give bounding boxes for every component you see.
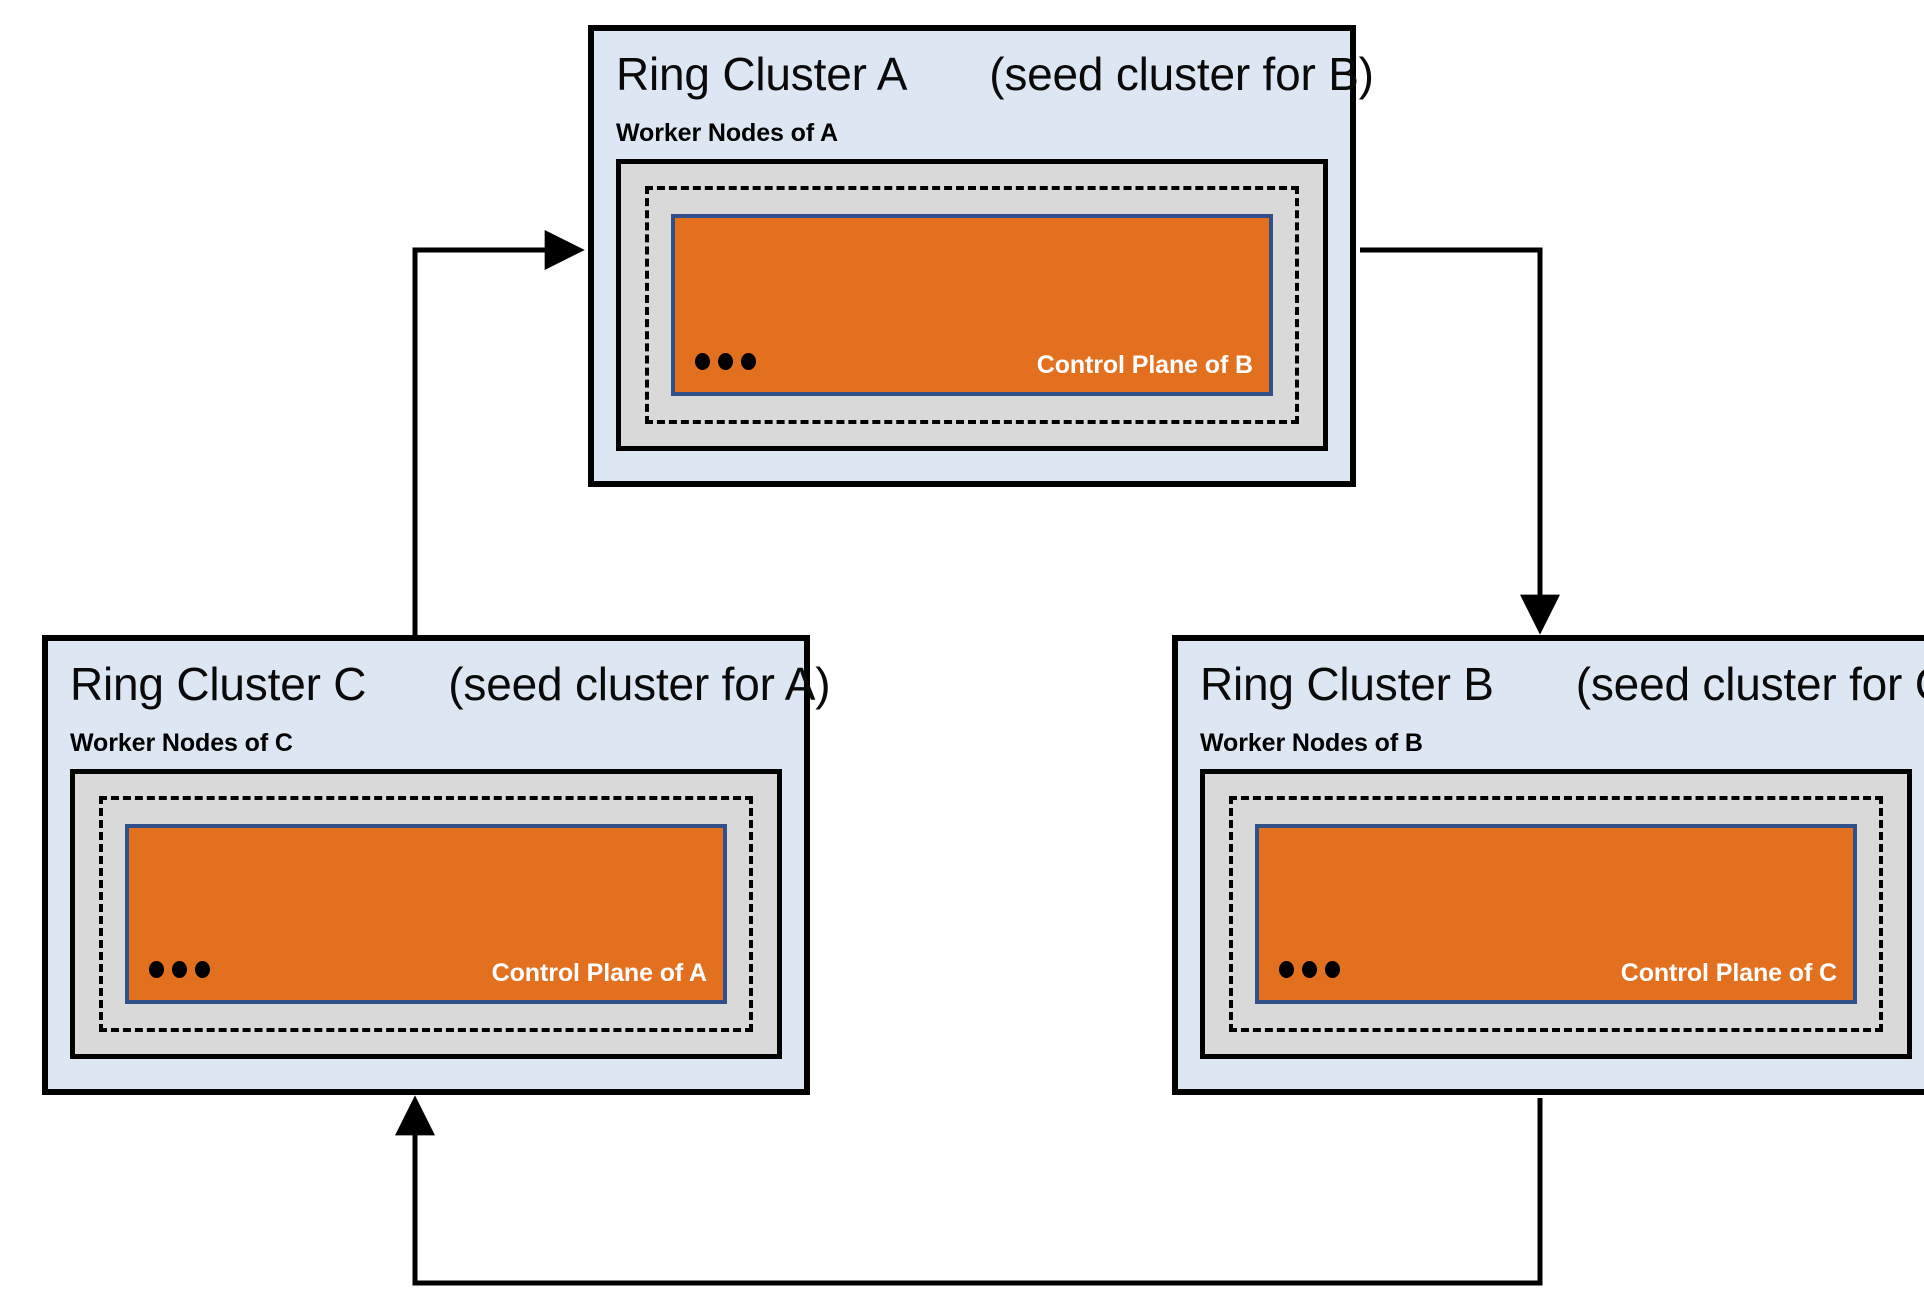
cluster-a-title-seed: (seed cluster for B) — [989, 48, 1374, 100]
cluster-c-title: Ring Cluster C (seed cluster for A) — [70, 653, 831, 715]
arrow-b-to-c — [395, 1095, 1543, 1286]
cluster-c-control-plane-label: Control Plane of A — [491, 959, 707, 987]
ring-cluster-c[interactable]: Ring Cluster C (seed cluster for A) Work… — [42, 635, 831, 1095]
cluster-b-worker-nodes-label: Worker Nodes of B — [1200, 729, 1423, 757]
cluster-b-title: Ring Cluster B (seed cluster for C) — [1200, 653, 1924, 715]
cluster-c-ellipsis-icon — [149, 961, 210, 978]
cluster-a-control-plane-pod[interactable]: Control Plane of B — [671, 214, 1273, 396]
cluster-c-namespace-boundary: Control Plane of A — [99, 796, 753, 1032]
cluster-a-title-main: Ring Cluster A — [616, 48, 908, 100]
cluster-b-ellipsis-icon — [1279, 961, 1340, 978]
cluster-c-worker-node-group: Control Plane of A — [70, 769, 782, 1059]
cluster-c-worker-nodes-label: Worker Nodes of C — [70, 729, 293, 757]
cluster-c-title-seed: (seed cluster for A) — [448, 658, 831, 710]
cluster-a-worker-node-group: Control Plane of B — [616, 159, 1328, 451]
cluster-b-control-plane-label: Control Plane of C — [1620, 959, 1837, 987]
ring-cluster-b[interactable]: Ring Cluster B (seed cluster for C) Work… — [1172, 635, 1924, 1095]
arrow-a-to-b — [1360, 247, 1560, 635]
cluster-b-title-seed: (seed cluster for C) — [1575, 658, 1924, 710]
cluster-a-namespace-boundary: Control Plane of B — [645, 186, 1299, 424]
cluster-a-ellipsis-icon — [695, 353, 756, 370]
cluster-a-title: Ring Cluster A (seed cluster for B) — [616, 43, 1374, 105]
cluster-a-worker-nodes-label: Worker Nodes of A — [616, 119, 838, 147]
cluster-b-worker-node-group: Control Plane of C — [1200, 769, 1912, 1059]
cluster-c-control-plane-pod[interactable]: Control Plane of A — [125, 824, 727, 1004]
arrow-c-to-a — [412, 230, 585, 640]
cluster-a-control-plane-label: Control Plane of B — [1036, 351, 1253, 379]
cluster-b-title-main: Ring Cluster B — [1200, 658, 1494, 710]
ring-cluster-a[interactable]: Ring Cluster A (seed cluster for B) Work… — [588, 25, 1374, 487]
cluster-c-title-main: Ring Cluster C — [70, 658, 367, 710]
cluster-b-control-plane-pod[interactable]: Control Plane of C — [1255, 824, 1857, 1004]
cluster-b-namespace-boundary: Control Plane of C — [1229, 796, 1883, 1032]
